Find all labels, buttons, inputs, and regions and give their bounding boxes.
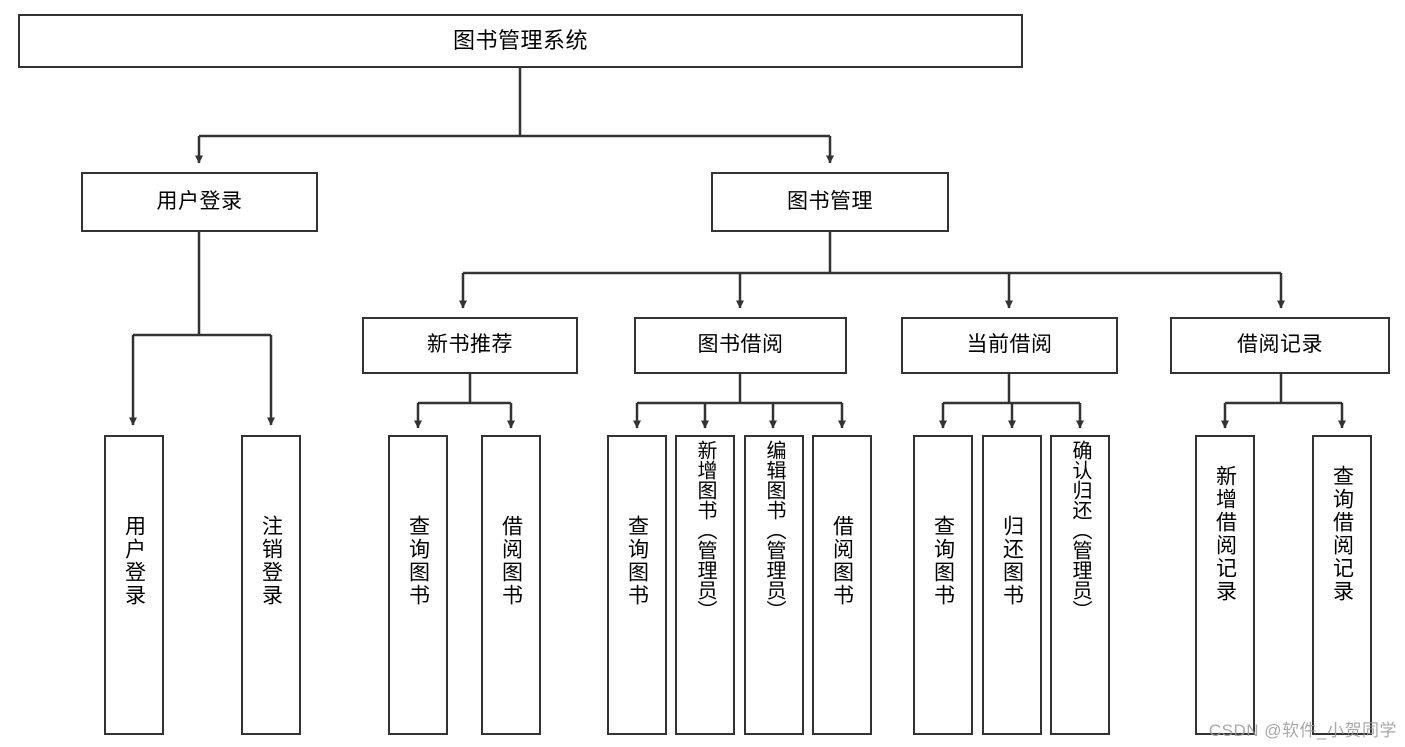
node-user-login[interactable]: 用户登录 [81, 172, 318, 232]
node-label: 借阅记录 [1237, 333, 1323, 357]
node-label: 查询图书 [625, 515, 649, 607]
csdn-watermark: CSDN @软件_小贺同学 [1208, 721, 1397, 740]
leaf-borrow-query-book[interactable]: 查询图书 [607, 435, 667, 735]
node-label: 新增图书（管理员） [694, 440, 716, 620]
node-label: 归还图书 [1000, 515, 1024, 607]
leaf-current-confirm-return-admin[interactable]: 确认归还（管理员） [1050, 435, 1110, 735]
node-label: 编辑图书（管理员） [763, 440, 785, 620]
node-label: 用户登录 [122, 515, 146, 607]
leaf-borrow-add-book-admin[interactable]: 新增图书（管理员） [675, 435, 735, 735]
node-label: 查询图书 [406, 515, 430, 607]
node-label: 图书借阅 [697, 333, 784, 357]
node-label: 图书管理系统 [452, 28, 588, 54]
node-root-system[interactable]: 图书管理系统 [18, 14, 1023, 68]
node-current-borrow[interactable]: 当前借阅 [901, 317, 1118, 374]
leaf-borrow-borrow-book[interactable]: 借阅图书 [812, 435, 872, 735]
leaf-record-add-record[interactable]: 新增借阅记录 [1195, 435, 1255, 735]
leaf-record-query-record[interactable]: 查询借阅记录 [1312, 435, 1372, 735]
node-label: 借阅图书 [499, 515, 523, 607]
node-label: 图书管理 [787, 189, 873, 213]
leaf-borrow-edit-book-admin[interactable]: 编辑图书（管理员） [744, 435, 804, 735]
node-label: 查询图书 [931, 515, 955, 607]
node-new-book-recommend[interactable]: 新书推荐 [362, 317, 578, 374]
node-label: 用户登录 [156, 189, 243, 213]
leaf-user-login-logout[interactable]: 注销登录 [241, 435, 301, 735]
node-label: 当前借阅 [966, 333, 1053, 357]
node-book-management[interactable]: 图书管理 [711, 172, 949, 232]
leaf-recommend-borrow-book[interactable]: 借阅图书 [481, 435, 541, 735]
leaf-user-login-login[interactable]: 用户登录 [104, 435, 164, 735]
node-book-borrow[interactable]: 图书借阅 [634, 317, 847, 374]
node-label: 查询借阅记录 [1330, 465, 1354, 603]
node-label: 新增借阅记录 [1213, 465, 1237, 603]
leaf-current-query-book[interactable]: 查询图书 [913, 435, 973, 735]
node-label: 确认归还（管理员） [1069, 440, 1091, 620]
leaf-recommend-query-book[interactable]: 查询图书 [388, 435, 448, 735]
leaf-current-return-book[interactable]: 归还图书 [982, 435, 1042, 735]
node-borrow-record[interactable]: 借阅记录 [1170, 317, 1390, 374]
node-label: 注销登录 [259, 515, 283, 607]
node-label: 借阅图书 [830, 515, 854, 607]
node-label: 新书推荐 [427, 333, 513, 357]
